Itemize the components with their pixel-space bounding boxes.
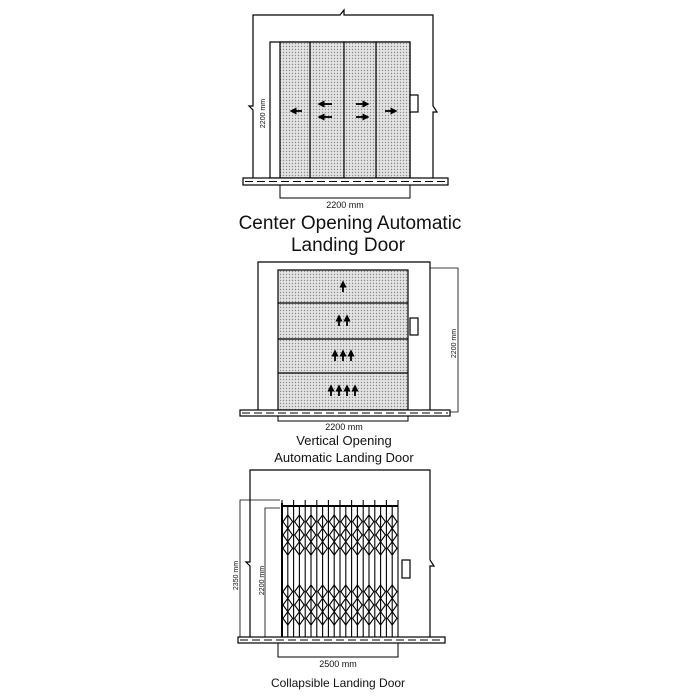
title-vertical-opening-line2: Automatic Landing Door [274,450,414,465]
gate-lattice [386,610,398,626]
width-dimension-2: 2200 mm [325,422,363,432]
vertical-opening-door-drawing [239,261,459,422]
gate-lattice [340,610,352,626]
gate-lattice [351,540,363,556]
title-vertical-opening-line1: Vertical Opening [296,433,392,448]
gate-lattice [340,540,352,556]
gate-lattice [363,610,375,626]
gate-lattice [386,540,398,556]
outer-height-dimension-3: 2350 mm [233,560,241,591]
gate-lattice [317,540,329,556]
title-center-opening-line1: Center Opening Automatic [238,213,462,234]
title-collapsible: Collapsible Landing Door [270,676,406,690]
gate-lattice [282,540,294,556]
width-dimension-3: 2500 mm [319,659,357,669]
title-center-opening-line2: Landing Door [290,235,406,256]
collapsible-door-drawing [237,469,446,658]
gate-lattice [351,610,363,626]
gate-lattice [328,540,340,556]
gate-lattice [305,610,317,626]
gate-lattice [375,540,387,556]
gate-lattice [375,610,387,626]
gate-lattice [305,540,317,556]
height-dimension-2: 2200 mm [451,328,459,359]
gate-lattice [282,610,294,626]
gate-lattice [293,540,305,556]
center-opening-door-drawing [242,8,449,199]
width-dimension-1: 2200 mm [326,200,364,210]
height-dimension-1: 2200 mm [260,98,268,129]
gate-lattice [317,610,329,626]
gate-lattice [293,610,305,626]
gate-lattice [363,540,375,556]
gate-lattice [328,610,340,626]
inner-height-dimension-3: 2200 mm [259,565,267,596]
